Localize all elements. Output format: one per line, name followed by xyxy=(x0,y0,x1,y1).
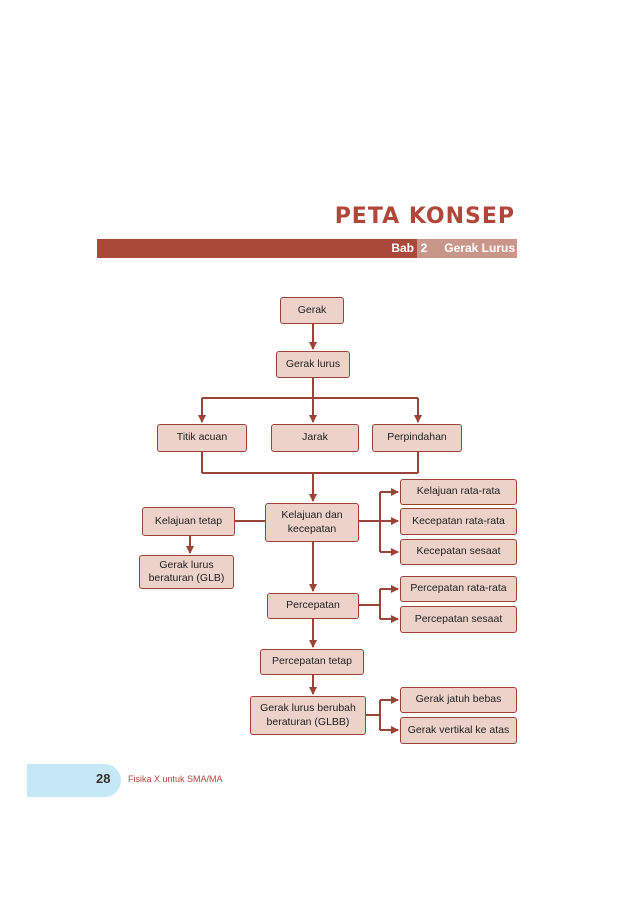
chapter-title: Gerak Lurus xyxy=(431,239,517,258)
node-percepatan-rata-rata: Percepatan rata-rata xyxy=(400,576,517,602)
node-kelajuan-rata-rata: Kelajuan rata-rata xyxy=(400,479,517,505)
book-title: Fisika X untuk SMA/MA xyxy=(128,774,223,784)
node-percepatan: Percepatan xyxy=(267,593,359,619)
node-kelajuan-dan-kecepatan: Kelajuan dan kecepatan xyxy=(265,503,359,542)
node-gerak: Gerak xyxy=(280,297,344,324)
node-gerak-lurus: Gerak lurus xyxy=(276,351,350,378)
node-gerak-vertikal-ke-atas: Gerak vertikal ke atas xyxy=(400,717,517,744)
chapter-number: 2 xyxy=(417,239,431,258)
footer-tab xyxy=(27,764,121,797)
node-perpindahan: Perpindahan xyxy=(372,424,462,452)
node-jarak: Jarak xyxy=(271,424,359,452)
header-band xyxy=(97,239,391,258)
node-kelajuan-tetap: Kelajuan tetap xyxy=(142,507,235,536)
page-number: 28 xyxy=(96,771,111,786)
node-gerak-jatuh-bebas: Gerak jatuh bebas xyxy=(400,687,517,713)
node-glbb: Gerak lurus berubah beraturan (GLBB) xyxy=(250,696,366,735)
node-titik-acuan: Titik acuan xyxy=(157,424,247,452)
chapter-label: Bab xyxy=(391,239,417,258)
node-kecepatan-rata-rata: Kecepatan rata-rata xyxy=(400,508,517,535)
node-percepatan-sesaat: Percepatan sesaat xyxy=(400,606,517,633)
node-kecepatan-sesaat: Kecepatan sesaat xyxy=(400,539,517,565)
page-title: PETA KONSEP xyxy=(334,204,515,229)
node-percepatan-tetap: Percepatan tetap xyxy=(260,649,364,675)
node-glb: Gerak lurus beraturan (GLB) xyxy=(139,555,234,589)
